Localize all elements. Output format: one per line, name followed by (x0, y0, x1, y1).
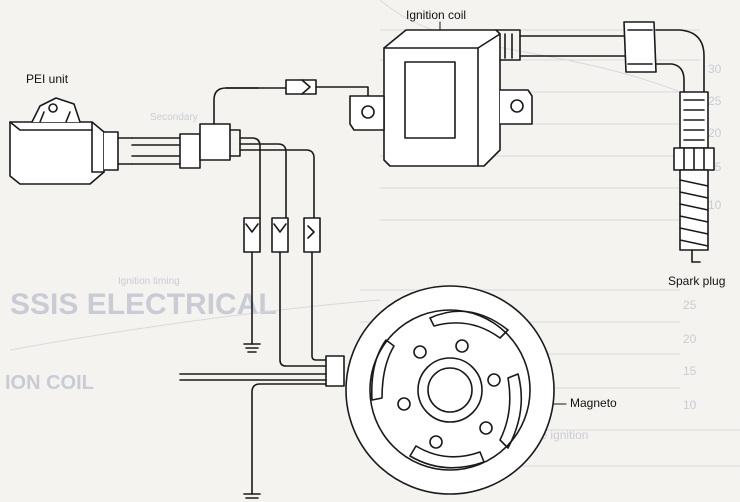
ghost-scale-bottom: 10 (683, 398, 697, 412)
ignition-coil (349, 29, 533, 167)
ghost-scale-25: 25 (708, 94, 722, 108)
magneto-label: Magneto (570, 396, 617, 410)
pei-unit-label: PEI unit (26, 72, 69, 86)
ghost-scale-20: 20 (708, 126, 722, 140)
spark-plug (673, 91, 715, 263)
ghost-scale-low: 15 (683, 364, 697, 378)
ghost-scale-30: 30 (708, 62, 722, 76)
ghost-scale-10: 10 (708, 198, 722, 212)
spark-plug-label: Spark plug (668, 274, 726, 288)
leader-lines (439, 21, 567, 405)
magneto-wires (179, 137, 345, 495)
ghost-grid (9, 0, 740, 467)
ghost-scale-top: 25 (683, 298, 697, 312)
ht-lead (519, 21, 705, 93)
ghost-secondary: Secondary (150, 112, 198, 123)
pei-harness (131, 123, 241, 169)
ground-symbol-upper (243, 343, 261, 353)
ghost-scale-mid: 20 (683, 332, 697, 346)
ignition-coil-label: Ignition coil (406, 8, 467, 22)
coil-feed-wire (213, 79, 369, 125)
pei-unit (9, 97, 133, 185)
ground-symbol-lower (243, 493, 261, 499)
magneto (345, 285, 555, 495)
ghost-ignition-timing: Ignition timing (118, 276, 180, 287)
ghost-heading-coil: ION COIL (5, 372, 94, 394)
